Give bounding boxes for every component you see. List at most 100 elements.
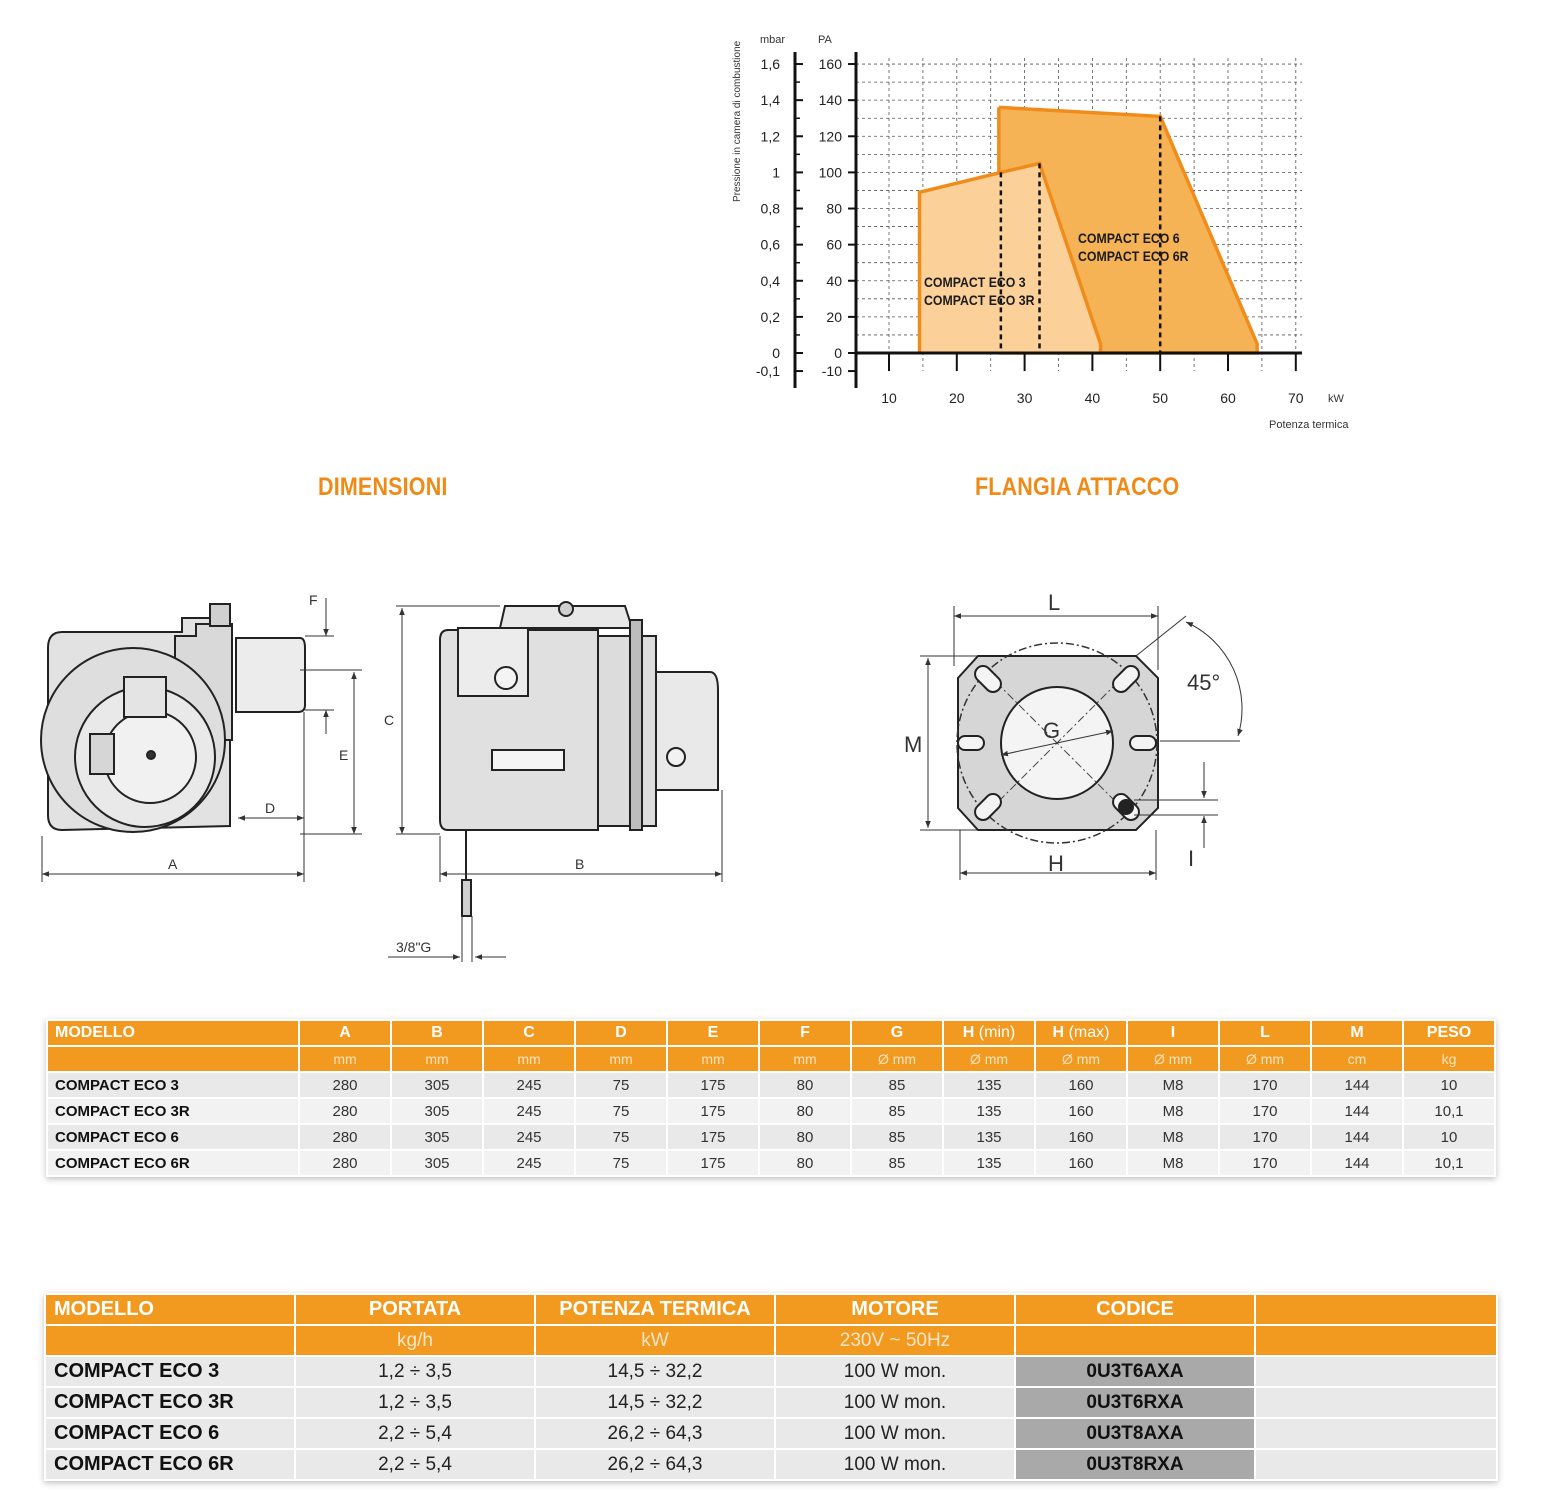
flange-label-l: L xyxy=(1048,590,1060,615)
spec-value-cell: 100 W mon. xyxy=(776,1357,1014,1386)
dimensions-unit-cell: mm xyxy=(392,1047,482,1071)
dimension-value-cell: 280 xyxy=(300,1125,390,1149)
dimension-value-cell: 305 xyxy=(392,1073,482,1097)
area-label-small-2: COMPACT ECO 3R xyxy=(924,292,1035,308)
spec-header-cell: PORTATA xyxy=(296,1295,534,1324)
dimension-value-cell: 160 xyxy=(1036,1151,1126,1175)
dim-label-d: D xyxy=(265,800,275,816)
y-tick-label-mbar: 1,2 xyxy=(761,128,781,144)
dimension-value-cell: 170 xyxy=(1220,1073,1310,1097)
flange-angle-label: 45° xyxy=(1187,670,1220,695)
model-name-cell: COMPACT ECO 3R xyxy=(46,1388,294,1417)
dimension-value-cell: M8 xyxy=(1128,1151,1218,1175)
spec-value-cell: 26,2 ÷ 64,3 xyxy=(536,1450,774,1479)
dimension-value-cell: 135 xyxy=(944,1073,1034,1097)
col-modello: MODELLO xyxy=(48,1021,298,1045)
dimension-value-cell: 85 xyxy=(852,1125,942,1149)
y-tick-label-mbar: -0,1 xyxy=(756,363,780,379)
y-tick-label-mbar: 1 xyxy=(772,164,780,180)
y-tick-label-pa: 100 xyxy=(819,164,843,180)
col-c: C xyxy=(484,1021,574,1045)
y-unit-pa: PA xyxy=(818,34,833,46)
x-tick-label: 70 xyxy=(1288,390,1304,406)
dimensions-unit-cell: mm xyxy=(300,1047,390,1071)
dimension-value-cell: 175 xyxy=(668,1099,758,1123)
col-a: A xyxy=(300,1021,390,1045)
dimension-value-cell: 175 xyxy=(668,1073,758,1097)
dimension-value-cell: 80 xyxy=(760,1125,850,1149)
y-unit-mbar: mbar xyxy=(760,34,785,46)
area-label-small-1: COMPACT ECO 3 xyxy=(924,274,1026,290)
dimensions-unit-cell: mm xyxy=(576,1047,666,1071)
y-axis-label: Pressione in camera di combustione xyxy=(732,40,743,202)
spec-value-cell: 100 W mon. xyxy=(776,1419,1014,1448)
model-name-cell: COMPACT ECO 3 xyxy=(46,1357,294,1386)
model-name-cell: COMPACT ECO 6R xyxy=(46,1450,294,1479)
dimension-value-cell: M8 xyxy=(1128,1125,1218,1149)
flange-label-g: G xyxy=(1043,718,1060,743)
col-h-max-letter: H xyxy=(1052,1024,1065,1041)
empty-cell xyxy=(1256,1357,1496,1386)
y-tick-label-mbar: 0,8 xyxy=(761,201,781,217)
dimension-value-cell: 280 xyxy=(300,1099,390,1123)
y-tick-label-mbar: 0 xyxy=(772,345,780,361)
y-tick-label-mbar: 0,4 xyxy=(761,273,781,289)
col-m: M xyxy=(1312,1021,1402,1045)
dimension-value-cell: 160 xyxy=(1036,1125,1126,1149)
col-e: E xyxy=(668,1021,758,1045)
dimension-value-cell: 160 xyxy=(1036,1073,1126,1097)
model-name-cell: COMPACT ECO 6 xyxy=(46,1419,294,1448)
spec-header-cell: POTENZA TERMICA xyxy=(536,1295,774,1324)
dimension-value-cell: 85 xyxy=(852,1073,942,1097)
spec-value-cell: 1,2 ÷ 3,5 xyxy=(296,1357,534,1386)
dimensioni-title: DIMENSIONI xyxy=(318,473,448,501)
x-tick-label: 60 xyxy=(1220,390,1236,406)
spec-unit-cell: 230V ~ 50Hz xyxy=(776,1326,1014,1355)
dimension-value-cell: 135 xyxy=(944,1125,1034,1149)
y-tick-label-mbar: 1,6 xyxy=(761,56,781,72)
dimensions-unit-cell: Ø mm xyxy=(1036,1047,1126,1071)
spec-unit-cell xyxy=(1256,1326,1496,1355)
dimension-value-cell: 80 xyxy=(760,1151,850,1175)
col-h-max-suffix: (max) xyxy=(1068,1024,1110,1041)
dimensions-unit-cell: mm xyxy=(484,1047,574,1071)
dimensions-unit-cell: Ø mm xyxy=(1220,1047,1310,1071)
dimension-value-cell: 10 xyxy=(1404,1073,1494,1097)
col-h-max: H (max) xyxy=(1036,1021,1126,1045)
dimension-value-cell: 10,1 xyxy=(1404,1151,1494,1175)
spec-value-cell: 1,2 ÷ 3,5 xyxy=(296,1388,534,1417)
side-view-dimensions xyxy=(41,598,362,882)
dimension-value-cell: 75 xyxy=(576,1125,666,1149)
spec-value-cell: 2,2 ÷ 5,4 xyxy=(296,1450,534,1479)
spec-header-cell: CODICE xyxy=(1016,1295,1254,1324)
dimension-value-cell: 280 xyxy=(300,1073,390,1097)
col-f: F xyxy=(760,1021,850,1045)
area-label-large-2: COMPACT ECO 6R xyxy=(1078,248,1189,264)
empty-cell xyxy=(1256,1419,1496,1448)
flange-drawing xyxy=(956,642,1159,844)
dimensions-unit-cell: Ø mm xyxy=(944,1047,1034,1071)
dimensions-unit-cell: cm xyxy=(1312,1047,1402,1071)
dimension-value-cell: 170 xyxy=(1220,1125,1310,1149)
dimension-value-cell: 305 xyxy=(392,1125,482,1149)
dimension-value-cell: 160 xyxy=(1036,1099,1126,1123)
dimensions-unit-cell xyxy=(48,1047,298,1071)
dimension-value-cell: M8 xyxy=(1128,1099,1218,1123)
x-tick-label: 20 xyxy=(949,390,965,406)
dimension-value-cell: 10 xyxy=(1404,1125,1494,1149)
outline-compact-eco-3 xyxy=(917,161,1103,353)
empty-cell xyxy=(1256,1388,1496,1417)
dimensions-unit-cell: Ø mm xyxy=(852,1047,942,1071)
y-tick-label-pa: 0 xyxy=(834,345,842,361)
flangia-attacco-title: FLANGIA ATTACCO xyxy=(975,473,1180,501)
dimension-value-cell: 75 xyxy=(576,1099,666,1123)
dimension-value-cell: 80 xyxy=(760,1073,850,1097)
spec-header-cell xyxy=(1256,1295,1496,1324)
dim-label-a: A xyxy=(168,856,178,872)
